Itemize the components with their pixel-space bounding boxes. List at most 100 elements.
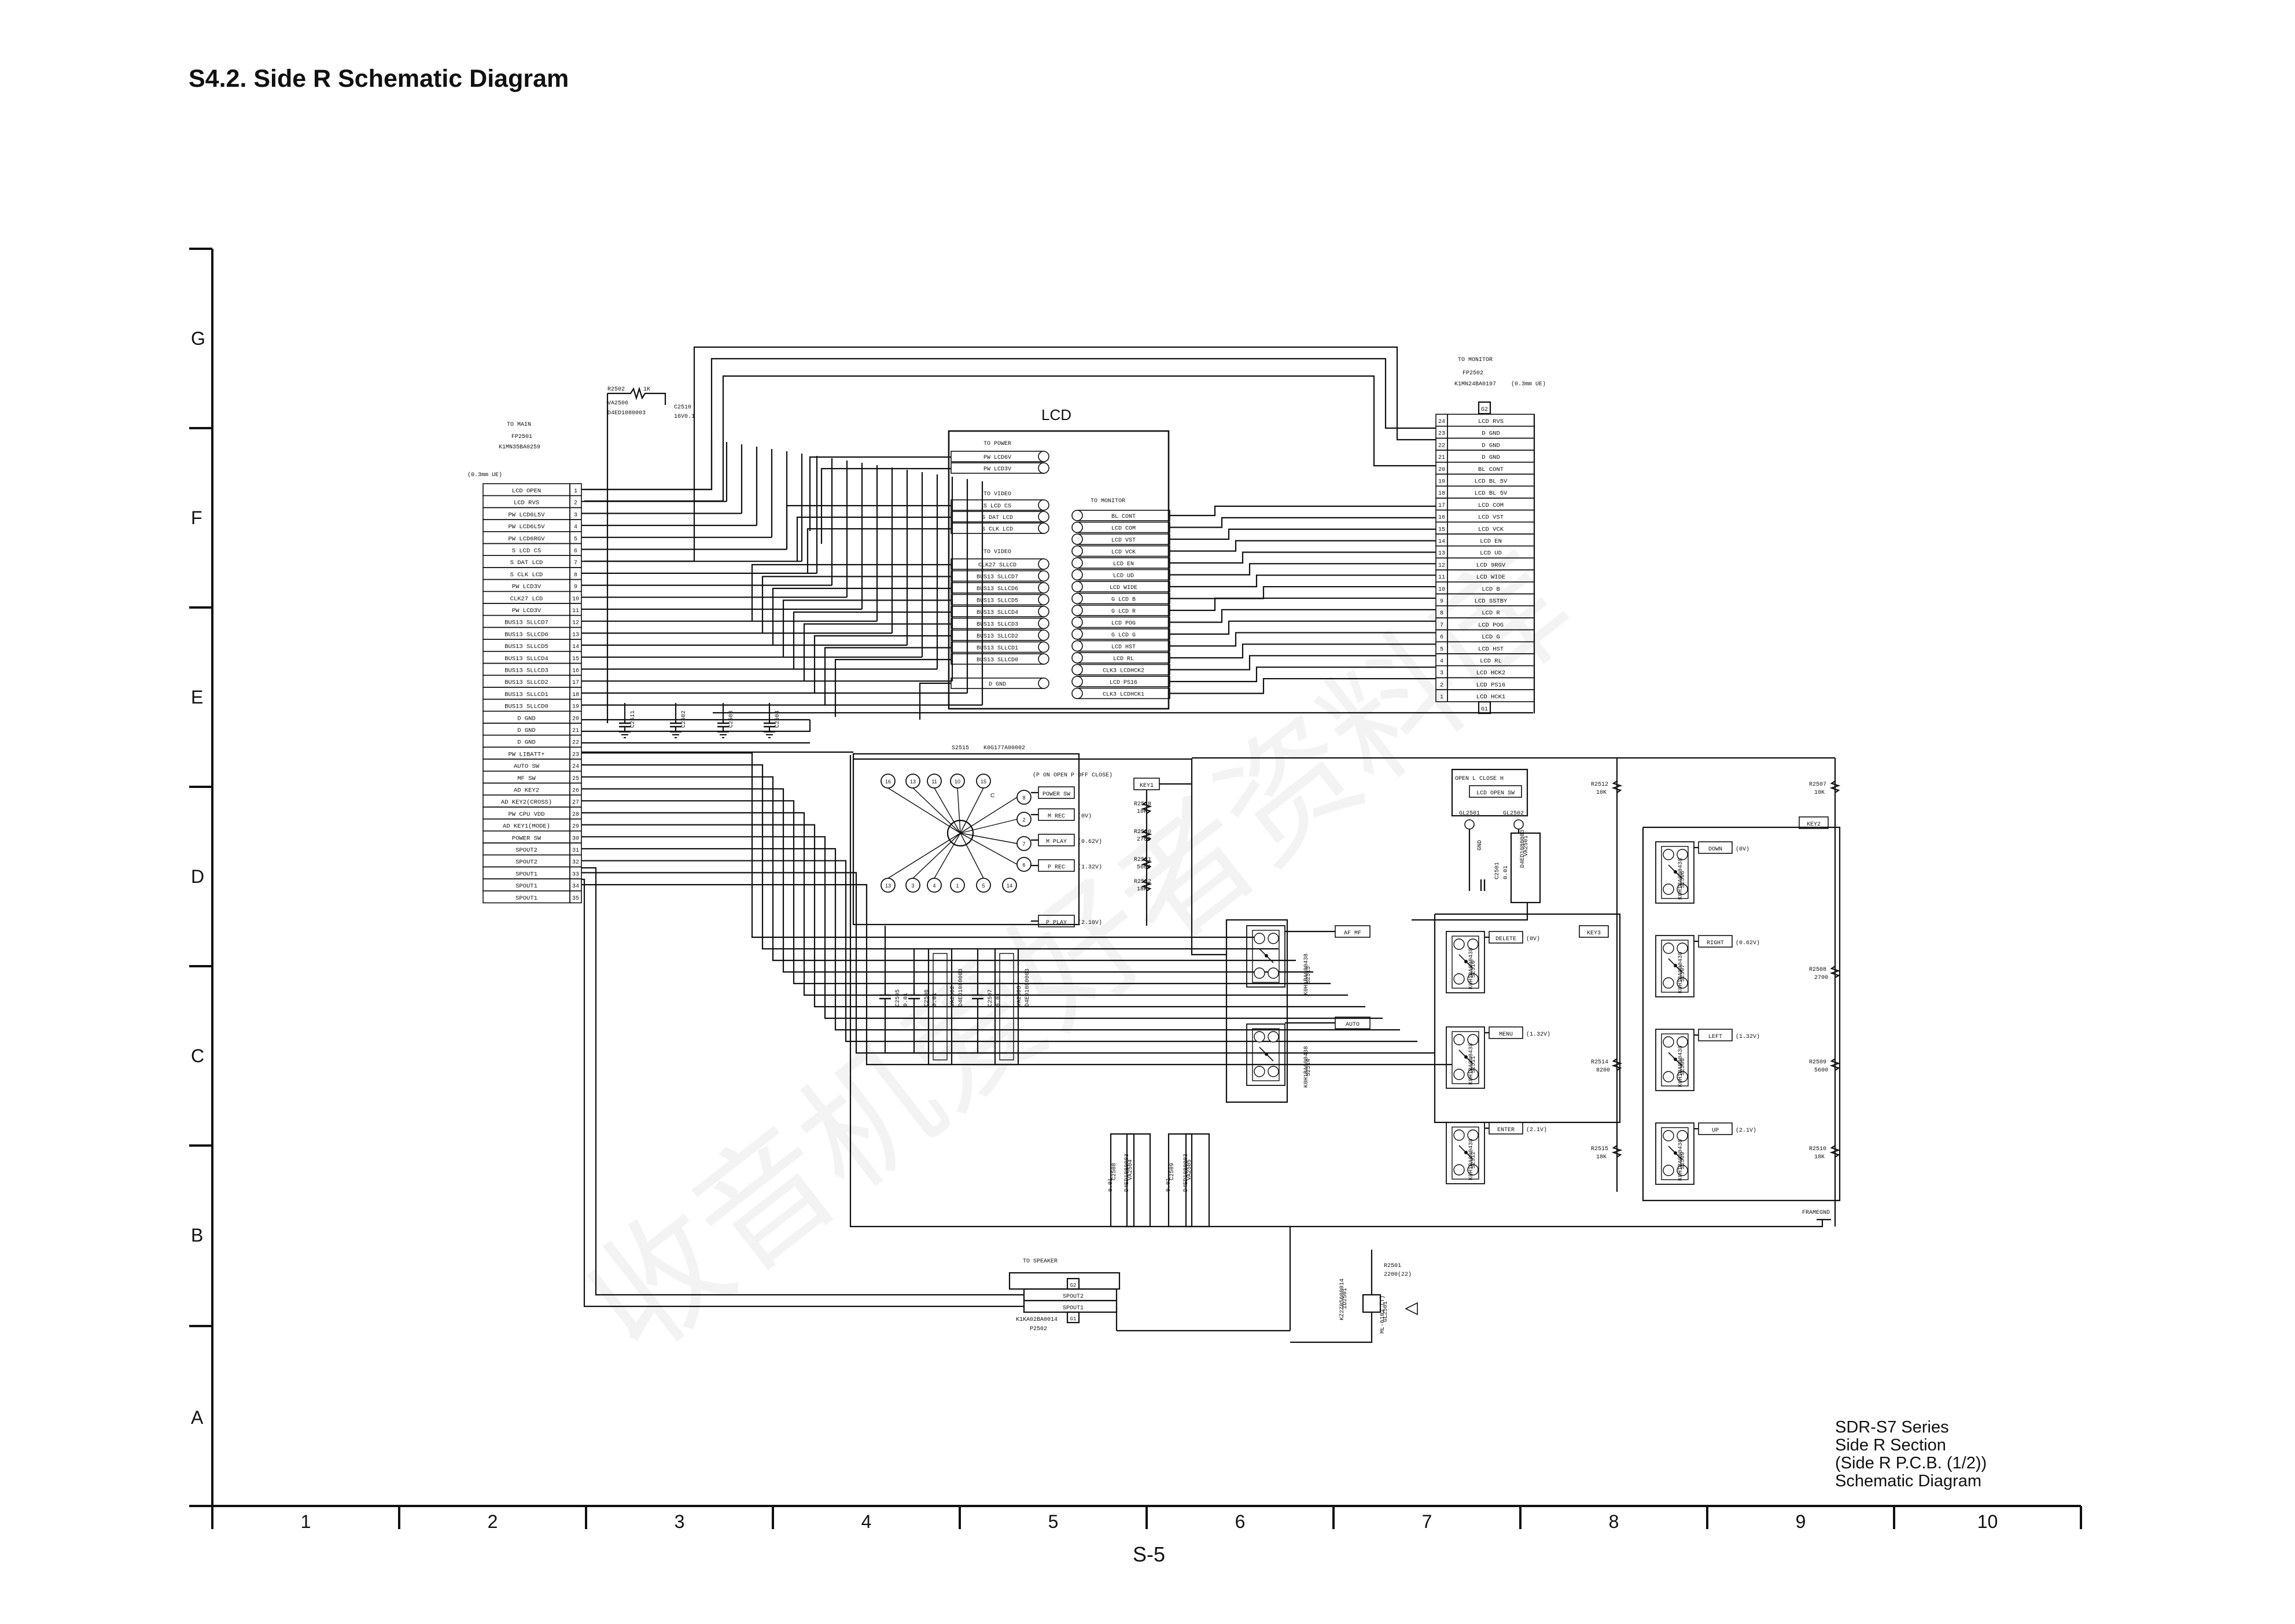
row-label: G — [191, 328, 205, 349]
right-key-part: K0H1BA000438 — [1678, 858, 1684, 900]
va2506-part: D4ED1080003 — [607, 410, 646, 417]
col-label: 6 — [1235, 1511, 1246, 1532]
wire — [1434, 913, 1621, 1124]
wire — [761, 576, 951, 634]
fp2502-pin-label: LCD BL 5V — [1475, 478, 1508, 485]
fp2502-pin-label: LCD PS16 — [1476, 682, 1505, 688]
fp2501-pitch: (0.3mm UE) — [467, 472, 502, 478]
wire — [1170, 575, 1436, 588]
switch-terminal — [1677, 1130, 1688, 1141]
key-label-box — [1698, 1029, 1733, 1041]
s2513-switch-inner — [1252, 930, 1280, 983]
right-res-ref: R2512 — [1591, 782, 1608, 788]
switch-pivot — [1265, 1052, 1268, 1056]
fp2501-pin-number: 33 — [572, 871, 579, 878]
switch-contact-line — [912, 833, 961, 879]
fp2502-pin-label: LCD 9RGV — [1476, 562, 1506, 569]
page-title: S4.2. Side R Schematic Diagram — [189, 65, 569, 93]
diagram-caption: SDR-S7 Series Side R Section (Side R P.C… — [1835, 1419, 1987, 1490]
wire — [581, 752, 1261, 938]
switch-contact-line — [912, 787, 961, 834]
key-switch-inner — [1452, 936, 1479, 989]
wire — [1170, 563, 1436, 576]
mid-cap-ref: VA2502 — [950, 986, 956, 1007]
fp2501-pin-number: 15 — [572, 656, 579, 662]
switch-contact-line — [960, 833, 1018, 844]
resistor-symbol — [1611, 780, 1623, 793]
lcd-pin-terminal — [1071, 521, 1083, 533]
row-label: C — [191, 1045, 204, 1066]
fp2502-pin-label: LCD SSTBY — [1475, 598, 1508, 605]
resistor-ref: R2520 — [1134, 829, 1151, 835]
switch-terminal — [1268, 967, 1279, 979]
lcd-monitor-pin: LCD HST — [1111, 645, 1136, 651]
wire — [1170, 643, 1436, 659]
right-res-value: 18K — [1596, 1154, 1607, 1161]
varistor-box — [927, 948, 953, 1066]
fp2501-pin-label: BUS13 SLLCD2 — [504, 679, 548, 686]
fp2502-pin-label: LCD UD — [1480, 550, 1502, 557]
switch-terminal — [1467, 1164, 1479, 1176]
fp2501-pin-label: D GND — [517, 727, 536, 734]
wire — [919, 682, 951, 720]
open-close-header: OPEN L CLOSE H — [1455, 776, 1504, 782]
key-label-box — [1698, 935, 1733, 948]
fp2501-pin-label: SPOUT1 — [515, 871, 537, 878]
lcd-bus-pin: BUS13 SLLCD5 — [977, 598, 1018, 605]
lcd-monitor-pin: CLK3 LCDHCK1 — [1103, 692, 1144, 698]
resistor-ref: R2518 — [1134, 801, 1151, 808]
fp2502-pin-label: LCD HCK2 — [1476, 670, 1505, 677]
wire — [581, 720, 811, 732]
lcd-pin-terminal — [1071, 605, 1083, 616]
caption-line: Schematic Diagram — [1835, 1472, 1982, 1490]
switch-pin-number: 16 — [885, 779, 891, 785]
switch-pivot — [1674, 870, 1677, 874]
fp2501-pin-number: 9 — [574, 584, 577, 591]
fp2501-pin-number: 8 — [574, 572, 577, 579]
fp2502-to: TO MONITOR — [1458, 357, 1493, 363]
s2514-switch — [1246, 1023, 1285, 1086]
lcd-pin-terminal — [1038, 522, 1049, 534]
fp2502-pin-number: 17 — [1438, 503, 1445, 509]
fp2501-pin-label: SPOUT1 — [515, 895, 537, 902]
wire — [581, 812, 1348, 996]
lcd-pin-terminal — [1038, 462, 1049, 474]
wire — [1642, 826, 1841, 1202]
lcd-monitor-pin: LCD WIDE — [1110, 585, 1137, 591]
lcd-pin-terminal — [1038, 641, 1049, 653]
key-switch — [1655, 841, 1694, 904]
switch-position-label: M PLAY — [1046, 839, 1067, 845]
switch-position-label: P PLAY — [1046, 920, 1067, 926]
resistor-symbol — [1611, 1058, 1623, 1071]
fp2502-pin-number: 24 — [1438, 419, 1445, 425]
wire — [1170, 517, 1436, 528]
right-res-value: 18K — [1814, 1154, 1825, 1161]
s2513-part: K0H1BA000438 — [1303, 953, 1310, 995]
switch-position-box — [1038, 915, 1075, 927]
fp2502-pin-number: 7 — [1440, 623, 1443, 629]
switch-c-label: C — [990, 793, 994, 799]
wire — [824, 647, 951, 705]
switch-terminal — [1677, 849, 1688, 860]
page-number: S-5 — [1133, 1542, 1166, 1566]
fp2502-pin-number: 4 — [1440, 658, 1443, 665]
switch-pin-number: 6 — [1022, 862, 1025, 868]
lcd-bus-pin: BUS13 SLLCD0 — [977, 657, 1018, 664]
af-auto-outline — [1225, 919, 1288, 1103]
fp2501-pin-number: 16 — [572, 668, 579, 675]
p2502-top — [1008, 1272, 1121, 1290]
components — [482, 401, 1841, 1324]
fp2501-pin-number: 10 — [572, 596, 579, 602]
switch-terminal — [1453, 938, 1465, 950]
key-label-box — [1698, 1122, 1733, 1135]
switch-pin — [950, 878, 965, 893]
switch-terminal — [1677, 1036, 1688, 1048]
key-switch — [1446, 931, 1485, 993]
fp2501-pin-number: 20 — [572, 716, 579, 722]
wire — [584, 358, 1436, 491]
fp2502-pin-number: 14 — [1438, 539, 1445, 545]
lcd-monitor-pin: LCD EN — [1113, 561, 1134, 568]
key-switch — [1446, 1026, 1485, 1089]
lcd-open-sw-label: LCD OPEN SW — [1476, 790, 1515, 797]
fp2501-pin-label: PW LCD6RGV — [508, 536, 545, 543]
